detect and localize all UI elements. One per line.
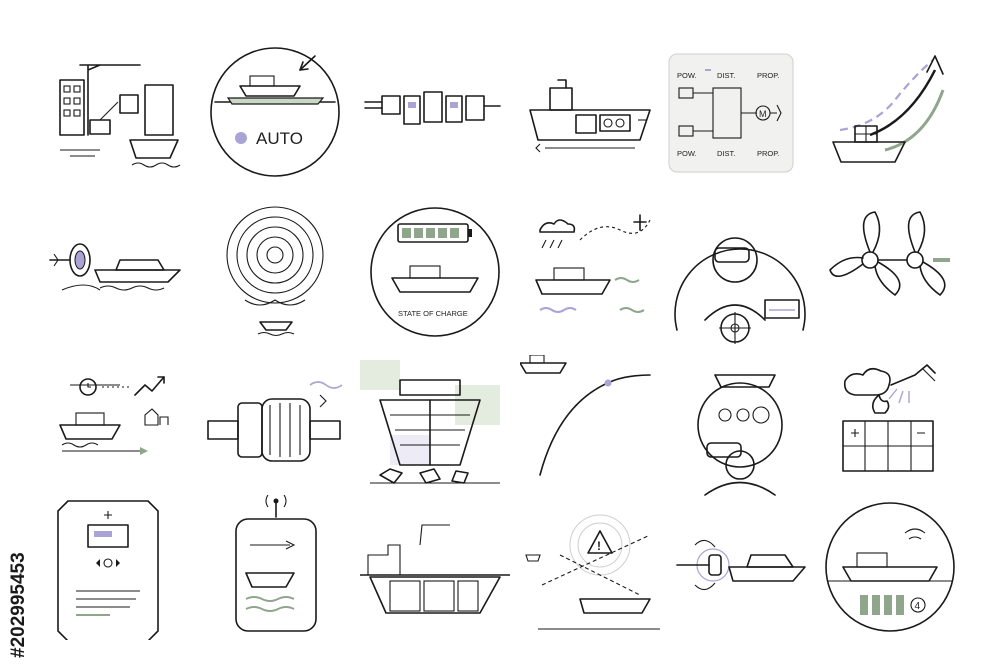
coil-cooling-icon	[200, 200, 350, 345]
battery-fire-icon	[815, 355, 965, 500]
icon-grid: AUTO POW.	[40, 40, 960, 640]
collision-warning-icon: !	[520, 495, 670, 640]
state-of-charge-label: STATE OF CHARGE	[398, 309, 468, 318]
ship-engine-room-icon	[520, 40, 670, 185]
pow-label-top: POW.	[677, 71, 697, 80]
auto-label: AUTO	[256, 129, 303, 148]
control-panel-icon	[40, 495, 190, 640]
svg-text:!: !	[597, 539, 601, 553]
dist-label-bottom: DIST.	[717, 149, 735, 158]
power-chain-icon	[360, 40, 510, 185]
port-crane-icon	[40, 40, 190, 185]
ship-battery-gauge-icon: 4	[815, 495, 965, 640]
power-distribution-diagram-icon: POW. DIST. PROP. M POW. DIST. PROP.	[665, 50, 815, 195]
connected-battery-icon	[200, 495, 350, 640]
growth-ship-icon	[815, 40, 965, 185]
dist-label-top: DIST.	[717, 71, 735, 80]
route-optimization-icon	[40, 355, 190, 500]
propeller-icon	[815, 200, 965, 345]
prop-label-bottom: PROP.	[757, 149, 779, 158]
vr-captain-icon	[665, 200, 815, 345]
efficiency-curve-icon	[520, 355, 670, 500]
weather-routing-icon	[520, 200, 670, 345]
shaft-motor-icon	[200, 355, 350, 500]
water-jet-yacht-icon	[40, 200, 190, 345]
icebreaker-icon	[360, 355, 510, 500]
vr-control-icon	[665, 355, 815, 500]
shipyard-icon	[360, 495, 510, 640]
stock-id-text: #202995453	[8, 552, 29, 658]
auto-mode-icon: AUTO	[200, 40, 350, 185]
motor-label: M	[759, 109, 767, 119]
prop-label-top: PROP.	[757, 71, 779, 80]
stock-id: #202995453	[6, 400, 30, 660]
state-of-charge-icon: STATE OF CHARGE	[360, 200, 510, 345]
pod-thruster-yacht-icon	[665, 495, 815, 640]
pow-label-bottom: POW.	[677, 149, 697, 158]
gauge-number: 4	[915, 601, 921, 612]
